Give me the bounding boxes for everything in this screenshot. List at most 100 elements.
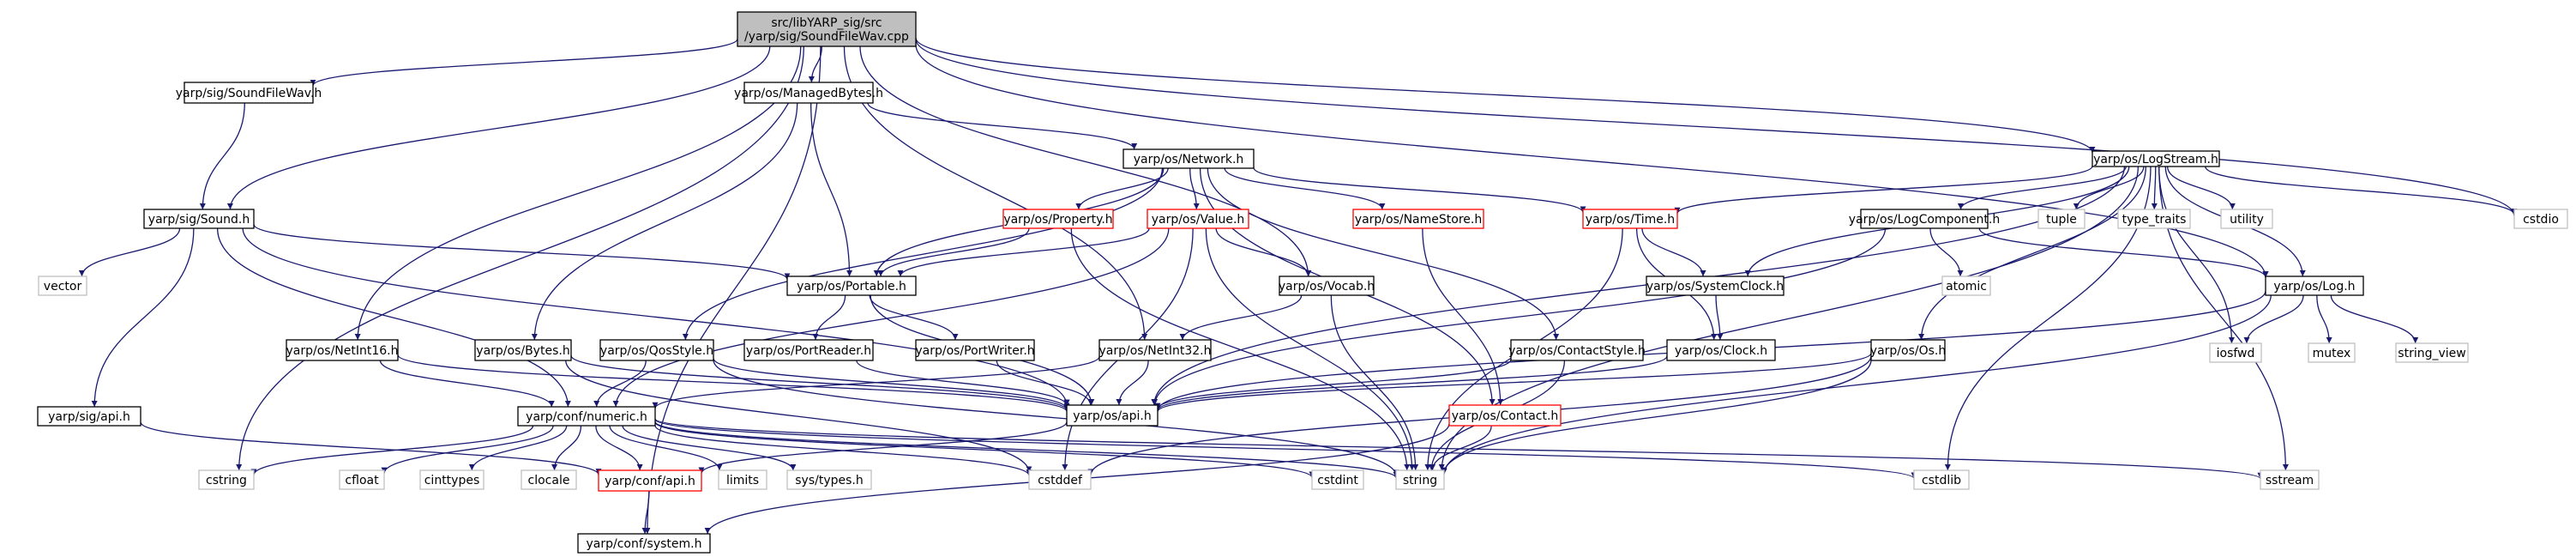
node-managedbytes-h[interactable]: yarp/os/ManagedBytes.h [734,82,883,104]
node-box [521,469,577,490]
node-property-h[interactable]: yarp/os/Property.h [1002,209,1114,229]
node-logcomponent-h[interactable]: yarp/os/LogComponent.h [1849,209,2000,229]
node-contact-h[interactable]: yarp/os/Contact.h [1448,404,1562,427]
edge-bytes_h-to-cstddef [565,360,1032,473]
edge-root-to-cstdio [915,39,2518,216]
edge-time_h-to-systemclock_h [1641,227,1706,277]
node-numeric-h[interactable]: yarp/conf/numeric.h [517,406,656,427]
node-label: src/libYARP_sig/src [771,16,882,30]
node-box [2117,209,2191,229]
node-bytes-h[interactable]: yarp/os/Bytes.h [474,339,572,361]
node-os-h[interactable]: yarp/os/Os.h [1870,339,1946,361]
node-type-traits: type_traits [2117,209,2191,229]
node-label: sstream [2266,474,2314,487]
node-netint16-h[interactable]: yarp/os/NetInt16.h [286,339,399,361]
edge-qosstyle_h-to-numeric_h [593,360,647,408]
node-sig-api-h[interactable]: yarp/sig/api.h [37,406,141,427]
edge-vocab_h-to-string [1330,294,1419,471]
edge-log_h-to-string_view [2330,294,2419,344]
node-label: /yarp/sig/SoundFileWav.cpp [744,30,909,44]
node-box [1510,339,1644,361]
node-box [1098,339,1212,361]
edge-network_h-to-contactstyle_h [1207,167,1560,341]
node-label: utility [2230,213,2264,227]
node-box [1066,404,1159,427]
node-box [1646,275,1785,296]
edge-value_h-to-portable_h [897,227,1150,277]
node-label: yarp/os/LogComponent.h [1849,213,2000,227]
node-sound-h[interactable]: yarp/sig/Sound.h [143,209,255,229]
node-cstddef: cstddef [1028,469,1092,490]
node-label: yarp/os/Bytes.h [476,344,569,358]
node-value-h[interactable]: yarp/os/Value.h [1147,209,1249,229]
node-label: string_view [2398,347,2465,360]
node-netint32-h[interactable]: yarp/os/NetInt32.h [1098,339,1212,361]
edge-value_h-to-string [1205,227,1416,471]
node-tuple: tuple [2037,209,2085,229]
node-box [1913,469,1970,490]
node-network-h[interactable]: yarp/os/Network.h [1122,148,1255,169]
node-label: yarp/os/PortWriter.h [915,344,1034,358]
node-box [2091,150,2220,167]
node-label: yarp/os/Value.h [1152,213,1245,227]
node-vocab-h[interactable]: yarp/os/Vocab.h [1279,275,1375,296]
node-systemclock-h[interactable]: yarp/os/SystemClock.h [1646,275,1785,296]
node-cstdint: cstdint [1311,469,1364,490]
edge-logstream_h-to-iosfwd [2158,166,2235,344]
node-os-api-h[interactable]: yarp/os/api.h [1066,404,1159,427]
node-contactstyle-h[interactable]: yarp/os/ContactStyle.h [1508,339,1646,361]
node-label: clocale [528,474,570,487]
edge-numeric_h-to-conf_api_h [595,425,643,471]
node-logstream-h[interactable]: yarp/os/LogStream.h [2091,150,2220,167]
node-box [2395,342,2469,363]
edge-sound_h-to-os_api_h [242,227,1070,406]
node-box [2209,342,2262,363]
node-box [1941,275,1991,296]
node-box [2513,209,2568,229]
node-label: yarp/os/PortReader.h [746,344,871,358]
node-box [1448,404,1562,427]
node-qosstyle-h[interactable]: yarp/os/QosStyle.h [599,339,714,361]
node-clock-h[interactable]: yarp/os/Clock.h [1666,339,1776,361]
node-label: cstdlib [1922,474,1961,487]
node-portable-h[interactable]: yarp/os/Portable.h [786,275,917,296]
node-label: yarp/os/SystemClock.h [1646,280,1784,294]
edge-logcomponent_h-to-atomic [1929,227,1964,277]
node-box [1860,209,1989,229]
edge-property_h-to-string [1070,227,1411,471]
node-atomic: atomic [1941,275,1991,296]
edge-logstream_h-to-cstdio [2205,166,2518,215]
nodes-layer: src/libYARP_sig/src/yarp/sig/SoundFileWa… [37,11,2568,554]
node-string-view: string_view [2395,342,2469,363]
node-box [1279,275,1375,296]
node-box [1582,209,1678,229]
edge-contact_h-to-string [1429,425,1492,471]
node-label: yarp/sig/SoundFileWav.h [176,87,322,100]
edge-network_h-to-time_h [1253,167,1586,213]
node-time-h[interactable]: yarp/os/Time.h [1582,209,1678,229]
node-system-h[interactable]: yarp/conf/system.h [577,533,711,554]
edge-managedbytes_h-to-portable_h [810,102,853,277]
node-root[interactable]: src/libYARP_sig/src/yarp/sig/SoundFileWa… [737,11,917,47]
node-box [517,406,656,427]
edge-sound_h-to-portable_h [253,224,791,280]
edge-root-to-sound_h [226,45,771,210]
node-box [339,469,385,490]
edge-root-to-netint32_h [843,45,1148,341]
node-conf-api-h[interactable]: yarp/conf/api.h [598,469,702,492]
node-log-h[interactable]: yarp/os/Log.h [2265,275,2364,296]
edge-root-to-system_h [644,45,822,535]
node-portwriter-h[interactable]: yarp/os/PortWriter.h [915,339,1035,361]
node-soundfilewav-h[interactable]: yarp/sig/SoundFileWav.h [176,82,322,104]
node-namestore-h[interactable]: yarp/os/NameStore.h [1352,209,1484,229]
edge-network_h-to-namestore_h [1224,167,1386,210]
edge-numeric_h-to-string [654,421,1399,479]
edge-logstream_h-to-utility [2166,166,2236,210]
node-portreader-h[interactable]: yarp/os/PortReader.h [743,339,874,361]
edge-network_h-to-property_h [1075,167,1169,210]
node-label: string [1403,474,1437,487]
node-box [577,533,711,554]
node-vector: vector [38,275,87,296]
node-label: yarp/os/Clock.h [1675,344,1767,358]
